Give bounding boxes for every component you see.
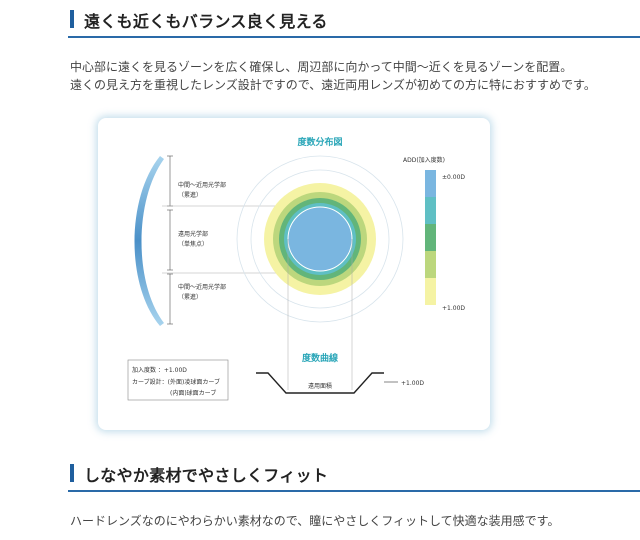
legend-swatch-3: [425, 224, 436, 251]
fit-description: ハードレンズなのにやわらかい素材なので、瞳にやさしくフィットして快適な装用感です…: [70, 514, 560, 528]
section-heading-balance: 遠くも近くもバランス良く見える: [68, 4, 640, 38]
power-distribution-diagram: 度数分布図 中間〜近用光学部 （累進） 遠用光学部 （単焦点） 中間〜近用光学部…: [127, 136, 465, 401]
spec-box: [127, 359, 229, 401]
ring-center-blue: [287, 206, 353, 272]
projection-lines: [287, 239, 353, 390]
zone-label-lower-sub: （累進）: [178, 293, 202, 301]
description-line-2: 遠くの見え方を重視したレンズ設計ですので、遠近両用レンズが初めての方に特におすす…: [70, 78, 596, 92]
zone-label-lower: 中間〜近用光学部: [178, 283, 226, 291]
zone-label-center: 遠用光学部: [178, 230, 208, 238]
spec-add-power: 加入度数 ：+1.00D: [132, 366, 187, 374]
legend-color-bar: [425, 170, 436, 305]
curve-value: +1.00D: [401, 380, 424, 387]
zone-label-upper: 中間〜近用光学部: [178, 181, 226, 189]
legend-swatch-1: [425, 170, 436, 197]
zone-label-center-sub: （単焦点）: [178, 240, 208, 248]
legend-title: ADD(加入度数): [403, 156, 445, 164]
legend-swatch-2: [425, 197, 436, 224]
description-line-1: 中心部に遠くを見るゾーンを広く確保し、周辺部に向かって中間〜近くを見るゾーンを配…: [70, 60, 573, 74]
section-title: しなやか素材でやさしくフィット: [84, 466, 329, 485]
legend-swatch-4: [425, 251, 436, 278]
lens-outline-ring: [236, 155, 404, 323]
spec-curve-inner: (内面)球面カーブ: [170, 389, 216, 397]
legend-swatch-5: [425, 278, 436, 305]
zone-label-upper-sub: （累進）: [178, 191, 202, 199]
power-curve-line: [256, 372, 384, 394]
lens-cross-section: [134, 156, 164, 326]
zone-brackets: [167, 155, 173, 325]
diagram-title: 度数分布図: [297, 136, 342, 148]
power-distribution-card: 度数分布図 中間〜近用光学部 （累進） 遠用光学部 （単焦点） 中間〜近用光学部…: [98, 118, 490, 430]
concentric-power-rings: [236, 155, 404, 323]
legend-bottom-value: +1.00D: [442, 305, 465, 312]
power-curve-title: 度数曲線: [302, 352, 338, 364]
curve-area-label: 遠用面積: [308, 382, 332, 390]
legend-top-value: ±0.00D: [442, 174, 465, 181]
section-title: 遠くも近くもバランス良く見える: [84, 12, 328, 31]
section-heading-fit: しなやか素材でやさしくフィット: [68, 458, 640, 492]
spec-curve-outer: カーブ設計：(外面)凌球面カーブ: [132, 378, 220, 386]
heading-accent-bar: [70, 10, 74, 28]
lens-outline-ring-inner: [250, 169, 390, 309]
heading-accent-bar: [70, 464, 74, 482]
